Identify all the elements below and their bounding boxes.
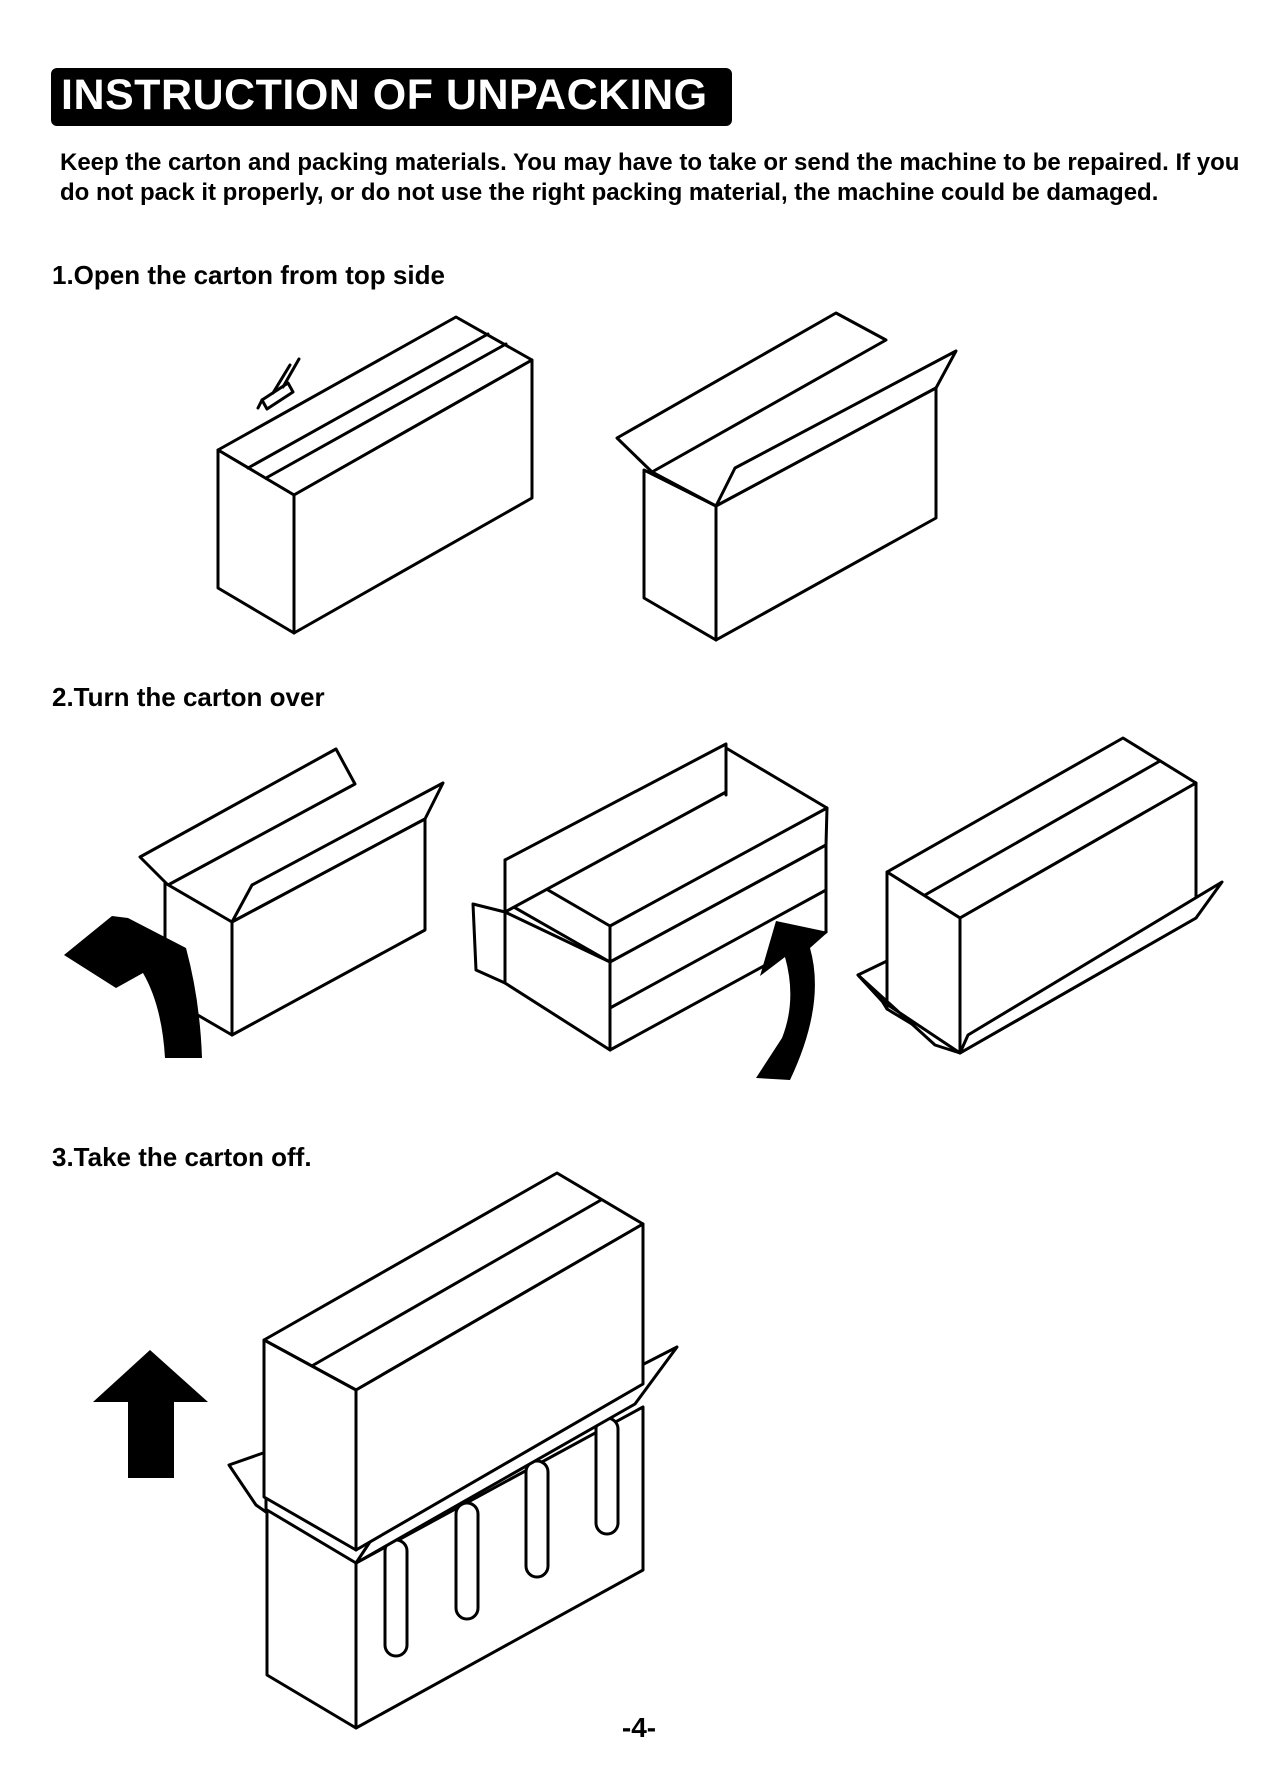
turn-carton-figure-2: [471, 742, 829, 1052]
step-2-label: 2.Turn the carton over: [52, 682, 325, 712]
turn-carton-figure-3: [856, 736, 1224, 1055]
knife-icon: [256, 357, 301, 411]
curved-arrow-right-icon: [756, 921, 828, 1080]
lift-carton-figure: [227, 1171, 679, 1730]
step-1-label: 1.Open the carton from top side: [52, 260, 445, 290]
title-banner: INSTRUCTION OF UNPACKING: [51, 68, 732, 126]
page-number: -4-: [621, 1712, 657, 1743]
step-3-label: 3.Take the carton off.: [52, 1142, 312, 1172]
intro-paragraph: Keep the carton and packing materials. Y…: [60, 149, 1240, 206]
open-carton-figure: [615, 311, 958, 642]
page-title: INSTRUCTION OF UNPACKING: [61, 71, 708, 119]
closed-carton-figure: [216, 315, 534, 635]
up-arrow-icon: [93, 1350, 208, 1478]
curved-arrow-left-icon: [64, 916, 202, 1058]
